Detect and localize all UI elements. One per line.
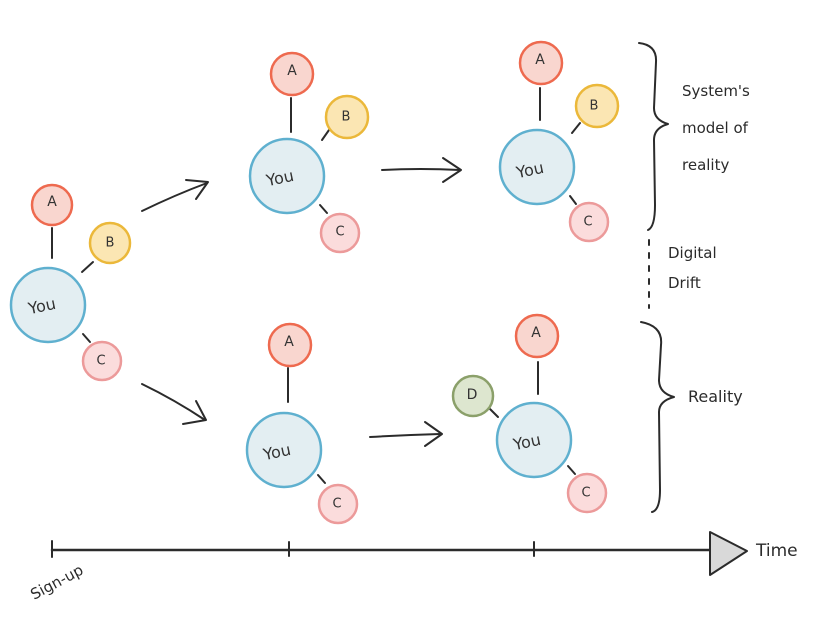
- node-b: [324, 94, 370, 140]
- label-system-model-line1: System's: [682, 82, 750, 100]
- link-you-b: [321, 129, 330, 141]
- node-c: [568, 201, 610, 243]
- label-time: Time: [755, 541, 798, 561]
- cluster-system-t1: A B You C: [248, 51, 370, 254]
- time-axis: [50, 531, 748, 576]
- node-a: [30, 183, 74, 227]
- node-a-label: A: [535, 52, 545, 68]
- link-you-c: [567, 465, 576, 475]
- node-c-label: C: [96, 354, 105, 369]
- label-signup: Sign-up: [27, 561, 86, 604]
- label-system-model-line3: reality: [682, 156, 729, 174]
- link-you-c: [319, 204, 328, 214]
- brace-reality: [640, 321, 675, 513]
- node-you: [245, 411, 323, 489]
- node-a: [267, 322, 313, 368]
- node-c: [317, 483, 359, 525]
- node-a-label: A: [284, 334, 294, 350]
- node-c-label: C: [332, 497, 341, 512]
- link-you-c: [317, 474, 326, 484]
- link-you-b: [81, 261, 94, 273]
- cluster-system-t2: A B You C: [498, 40, 620, 243]
- node-b: [88, 221, 132, 265]
- node-b-label: B: [342, 110, 351, 125]
- node-c-label: C: [583, 215, 592, 230]
- node-you: [248, 137, 326, 215]
- link-you-d: [489, 408, 499, 418]
- node-a: [514, 313, 560, 359]
- node-c: [566, 472, 608, 514]
- node-a-label: A: [531, 325, 541, 341]
- node-you: [495, 401, 573, 479]
- node-a: [518, 40, 564, 86]
- node-c: [319, 212, 361, 254]
- label-digital: Digital: [668, 244, 717, 262]
- node-c-label: C: [335, 225, 344, 240]
- node-a: [269, 51, 315, 97]
- cluster-reality-t2: A D You C: [451, 313, 608, 514]
- node-d: [451, 374, 495, 418]
- label-reality: Reality: [688, 387, 743, 406]
- node-c: [81, 340, 123, 382]
- node-a-label: A: [47, 194, 57, 210]
- node-b-label: B: [106, 236, 115, 251]
- arrow-to-reality-1: [141, 383, 207, 425]
- link-you-c: [82, 333, 91, 343]
- brace-system-model: [638, 42, 669, 231]
- cluster-reality-t1: A You C: [245, 322, 359, 525]
- node-a-label: A: [287, 63, 297, 79]
- label-drift: Drift: [668, 274, 701, 292]
- arrow-system-t1-t2: [381, 157, 462, 183]
- node-b-label: B: [590, 99, 599, 114]
- node-c-label: C: [581, 486, 590, 501]
- link-you-c: [569, 195, 577, 205]
- node-d-label: D: [467, 387, 478, 403]
- link-you-b: [571, 122, 581, 134]
- arrow-reality-t1-t2: [369, 421, 443, 447]
- label-system-model-line2: model of: [682, 119, 749, 137]
- node-b: [574, 83, 620, 129]
- node-you: [9, 266, 87, 344]
- node-you: [498, 128, 576, 206]
- cluster-signup: A B You C: [9, 183, 132, 382]
- arrow-to-system-1: [141, 179, 209, 212]
- time-axis-arrowhead: [709, 531, 748, 576]
